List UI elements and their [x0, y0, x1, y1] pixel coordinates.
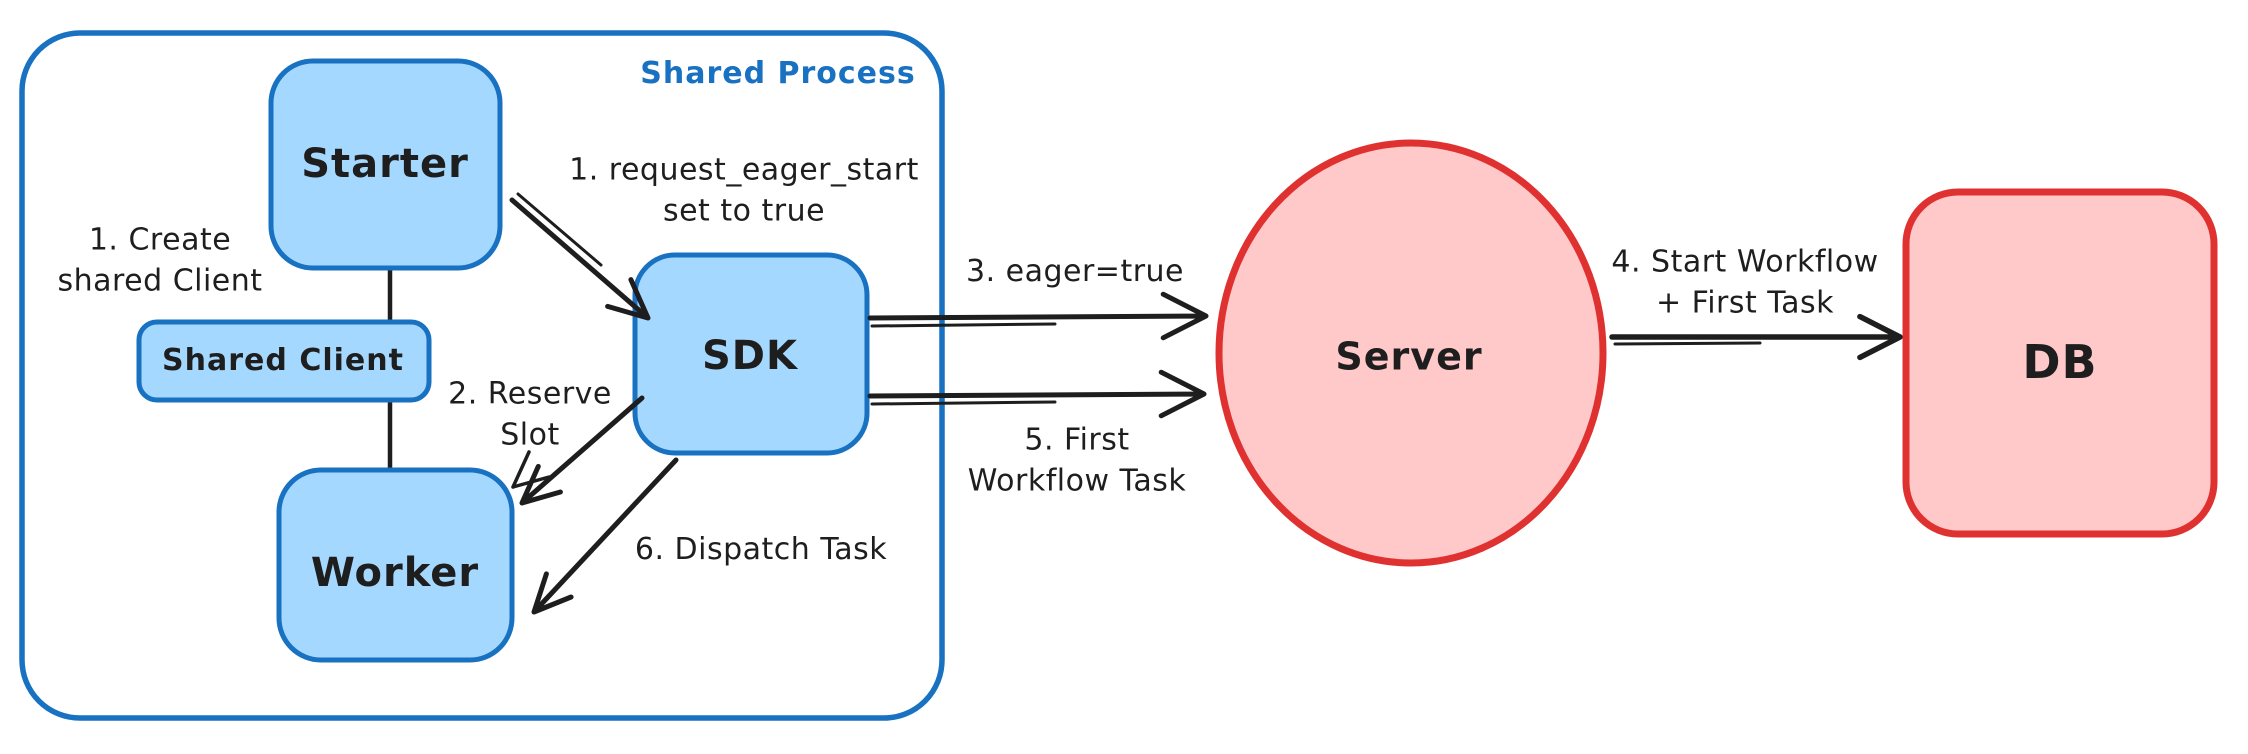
arrow-starter-to-sdk-sketch-stroke: [516, 192, 603, 267]
arrow-server-to-db: [1609, 313, 1903, 361]
shared-process-container: [19, 30, 945, 721]
server-circle: [1215, 139, 1607, 567]
annotation-start-workflow: 4. Start Workflow + First Task: [1611, 244, 1879, 321]
arrow-server-to-db-sketch-stroke: [1613, 341, 1762, 346]
shared-client-label: Shared Client: [162, 342, 404, 378]
annotation-first-workflow-task: 5. First Workflow Task: [967, 422, 1187, 499]
db-box: [1902, 188, 2218, 538]
arrow-sdk-to-server-eager: [867, 291, 1209, 341]
arrow-eager-sketch-stroke: [870, 322, 1057, 328]
server-label: Server: [1335, 334, 1483, 379]
annotation-reserve-slot: 2. Reserve Slot: [448, 376, 612, 453]
arrow-starter-to-sdk: [509, 197, 651, 321]
annotation-create-shared-client: 1. Create shared Client: [57, 222, 263, 299]
shared-process-title: Shared Process: [640, 55, 916, 91]
db-label: DB: [2022, 334, 2098, 389]
arrow-sdk-to-worker-dispatch: [531, 457, 679, 615]
starter-box: [268, 58, 503, 271]
starter-label: Starter: [301, 141, 469, 187]
annotation-request-eager-start: 1. request_eager_start set to true: [569, 152, 919, 229]
worker-box: [276, 467, 515, 663]
arrow-sdk-to-worker-reserve: [519, 395, 645, 506]
worker-label: Worker: [310, 550, 480, 596]
sdk-label: SDK: [701, 333, 799, 379]
annotation-eager-true: 3. eager=true: [965, 253, 1185, 289]
arrow-sdk-to-server-first-task: [867, 369, 1207, 419]
arrow-first-task-sketch-stroke: [870, 400, 1057, 406]
arrow-sdk-to-worker-reserve-sketch-head: [511, 450, 551, 489]
annotation-dispatch-task: 6. Dispatch Task: [634, 531, 888, 567]
shared-client-box: [136, 319, 432, 403]
sdk-box: [632, 252, 870, 456]
